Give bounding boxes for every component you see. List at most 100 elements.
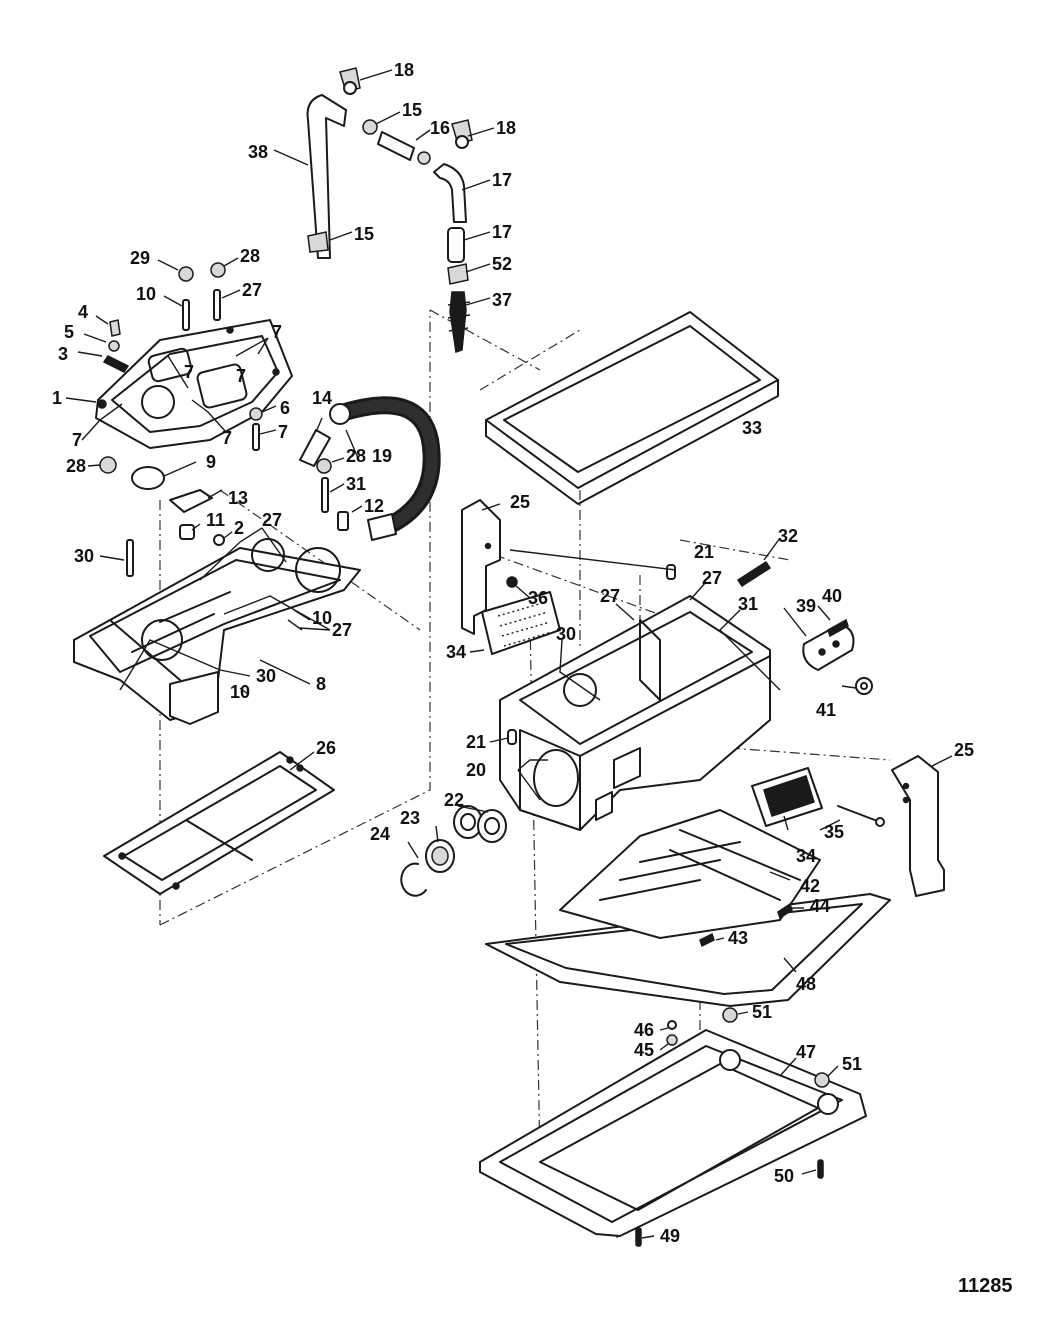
snap-ring-24 <box>400 862 427 897</box>
callout-8: 8 <box>316 674 326 694</box>
fitting-12 <box>337 511 349 531</box>
clamp-15-bottom <box>307 231 329 253</box>
gasket-26 <box>103 751 335 895</box>
callout-45: 45 <box>634 1040 654 1060</box>
callout-15: 15 <box>402 100 422 120</box>
callout-49: 49 <box>660 1226 680 1246</box>
screw-49 <box>635 1227 642 1247</box>
screen-34-left <box>481 591 561 655</box>
callout-30: 30 <box>556 624 576 644</box>
callout-22: 22 <box>444 790 464 810</box>
callout-12: 12 <box>364 496 384 516</box>
callout-34: 34 <box>446 642 466 662</box>
pin-21-top <box>666 564 676 580</box>
screw-43 <box>699 932 715 948</box>
callout-7: 7 <box>272 322 282 342</box>
callout-7: 7 <box>72 430 82 450</box>
figure-number: 11285 <box>958 1275 1013 1297</box>
callout-23: 23 <box>400 808 420 828</box>
callout-25: 25 <box>954 740 974 760</box>
callout-39: 39 <box>796 596 816 616</box>
gasket-9 <box>131 466 165 490</box>
callout-44: 44 <box>810 896 830 916</box>
callout-9: 9 <box>206 452 216 472</box>
stud-10-top <box>182 299 190 331</box>
nut-6 <box>249 407 263 421</box>
callout-35: 35 <box>824 822 844 842</box>
callout-32: 32 <box>778 526 798 546</box>
callout-25: 25 <box>510 492 530 512</box>
callout-29: 29 <box>130 248 150 268</box>
screw-50 <box>817 1159 824 1179</box>
callout-15: 15 <box>354 224 374 244</box>
callout-27: 27 <box>262 510 282 530</box>
washer-5 <box>108 340 120 352</box>
callout-28: 28 <box>346 446 366 466</box>
cap-11 <box>179 524 195 540</box>
callout-27: 27 <box>702 568 722 588</box>
seal-22 <box>453 805 507 843</box>
callout-26: 26 <box>316 738 336 758</box>
callout-24: 24 <box>370 824 390 844</box>
callout-28: 28 <box>66 456 86 476</box>
callout-17: 17 <box>492 170 512 190</box>
callout-27: 27 <box>600 586 620 606</box>
callout-4: 4 <box>78 302 88 322</box>
fitting-37 <box>447 291 471 353</box>
clamp-18-left <box>339 67 361 95</box>
callout-17: 17 <box>492 222 512 242</box>
callout-43: 43 <box>728 928 748 948</box>
screw-3 <box>102 355 130 373</box>
callout-6: 6 <box>280 398 290 418</box>
callout-30: 30 <box>74 546 94 566</box>
nut-51-right <box>814 1072 830 1088</box>
bracket-25-right <box>891 755 945 897</box>
nut-29 <box>178 266 194 282</box>
pan-47 <box>479 1029 867 1237</box>
frame-48 <box>485 809 891 1007</box>
callout-21: 21 <box>694 542 714 562</box>
callout-46: 46 <box>634 1020 654 1040</box>
callout-36: 36 <box>528 588 548 608</box>
stud-31 <box>321 477 329 513</box>
callout-42: 42 <box>800 876 820 896</box>
hose-38 <box>306 94 347 259</box>
callout-19: 19 <box>372 446 392 466</box>
callout-34: 34 <box>796 846 816 866</box>
callout-31: 31 <box>738 594 758 614</box>
callout-1: 1 <box>52 388 62 408</box>
callout-21: 21 <box>466 732 486 752</box>
callout-40: 40 <box>822 586 842 606</box>
callout-33: 33 <box>742 418 762 438</box>
callout-18: 18 <box>496 118 516 138</box>
stud-27-top <box>213 289 221 321</box>
bearing-23 <box>425 839 455 873</box>
screw-4 <box>109 319 121 337</box>
hose-17-upper <box>433 163 467 223</box>
callout-31: 31 <box>346 474 366 494</box>
stud-7 <box>252 423 260 451</box>
callout-51: 51 <box>842 1054 862 1074</box>
callout-2: 2 <box>234 518 244 538</box>
base-housing-8 <box>73 538 361 725</box>
callout-28: 28 <box>240 246 260 266</box>
nut-28-top <box>210 262 226 278</box>
callout-7: 7 <box>278 422 288 442</box>
bracket-13 <box>169 489 213 513</box>
clamp-52 <box>447 263 469 285</box>
callout-52: 52 <box>492 254 512 274</box>
callout-13: 13 <box>228 488 248 508</box>
callout-41: 41 <box>816 700 836 720</box>
elbow-14 <box>299 429 331 467</box>
bolt-40 <box>827 618 849 638</box>
pin-21-left <box>507 729 517 745</box>
clamp-15-top <box>362 119 378 135</box>
stud-30-left <box>126 539 134 577</box>
callout-10: 10 <box>312 608 332 628</box>
leader-lines <box>65 69 953 1239</box>
callout-37: 37 <box>492 290 512 310</box>
callout-20: 20 <box>466 760 486 780</box>
callout-10: 10 <box>136 284 156 304</box>
